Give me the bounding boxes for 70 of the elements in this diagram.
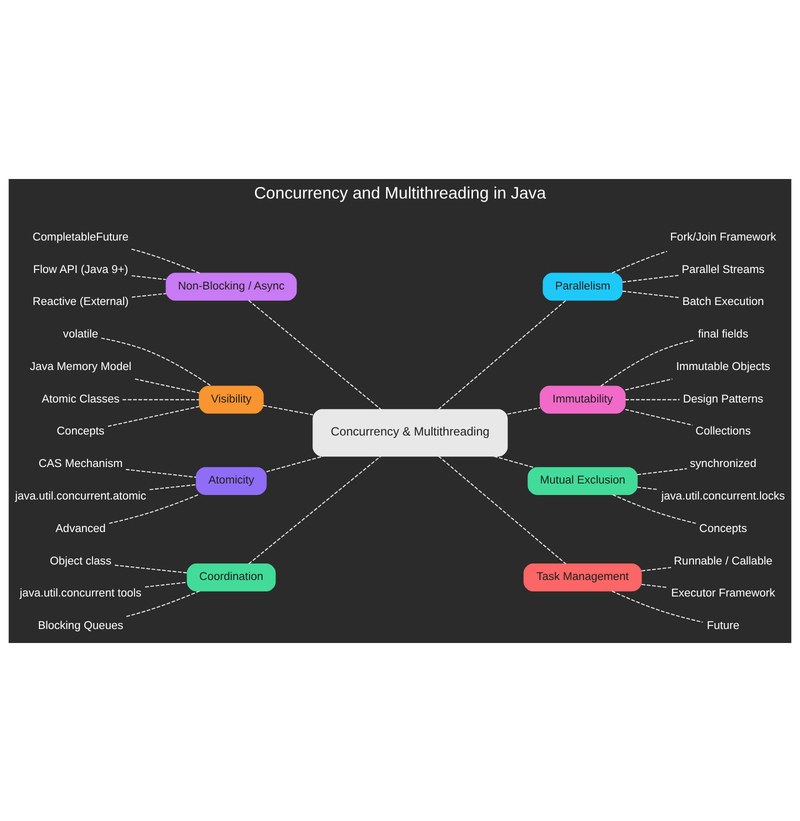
connector	[109, 494, 199, 524]
connector	[438, 300, 566, 410]
node-box: Non-Blocking / Async	[166, 272, 297, 300]
node-text: Batch Execution	[682, 296, 764, 308]
node-text: Object class	[50, 554, 112, 567]
node-text: CAS Mechanism	[38, 458, 123, 470]
connector	[625, 408, 693, 426]
node-box: Task Management	[524, 563, 642, 591]
connector	[600, 338, 695, 386]
node-text: volatile	[63, 328, 98, 340]
node-text: synchronized	[690, 458, 756, 470]
connector	[132, 292, 166, 298]
node-text: Java Memory Model	[30, 360, 132, 372]
node-text: Runnable / Callable	[674, 554, 772, 567]
connector	[625, 378, 672, 390]
node-text: Advanced	[56, 522, 106, 534]
connector	[612, 494, 696, 524]
connector	[131, 248, 200, 274]
connector	[134, 378, 200, 393]
node-text: Concepts	[699, 522, 747, 534]
node-text: CompletableFuture	[32, 230, 129, 243]
node-text: Fork/Join Framework	[670, 230, 776, 243]
connector	[248, 300, 382, 410]
connector	[612, 590, 703, 622]
node-text: Concepts	[56, 425, 104, 438]
connector	[637, 486, 658, 490]
node-text: Future	[706, 620, 740, 632]
node-text: Executor Framework	[671, 587, 776, 600]
connector	[150, 484, 196, 490]
node-box: Atomicity	[196, 466, 267, 494]
node-box: Coordination	[186, 563, 276, 591]
node-text: Parallel Streams	[682, 263, 765, 276]
node-text: Design Patterns	[683, 392, 764, 405]
node-text: Blocking Queues	[38, 620, 124, 632]
diagram-title: Concurrency and Multithreading in Java	[254, 182, 546, 202]
connector	[145, 581, 188, 587]
node-box: Immutability	[540, 385, 626, 414]
node-box: Concurrency & Multithreading	[312, 408, 508, 456]
node-box: Visibility	[198, 385, 264, 414]
connector	[637, 468, 687, 475]
connector	[641, 566, 672, 571]
connector	[126, 590, 200, 616]
node-text: java.util.concurrent.locks	[661, 490, 785, 502]
node-text: Flow API (Java 9+)	[33, 263, 128, 276]
node-box: Parallelism	[542, 272, 623, 300]
connector	[622, 274, 679, 282]
connector	[494, 455, 534, 468]
connector	[132, 274, 166, 280]
connector	[108, 406, 200, 426]
node-text: java.util.concurrent.atomic	[15, 490, 146, 502]
connector	[248, 455, 382, 564]
connector	[641, 583, 668, 588]
connector	[122, 398, 200, 400]
node-text: final fields	[698, 328, 748, 340]
connector	[612, 250, 668, 273]
node-text: Reactive (External)	[32, 296, 129, 308]
connector	[114, 564, 188, 573]
connector	[263, 404, 314, 415]
node-text: Collections	[696, 425, 751, 438]
connector	[507, 406, 540, 414]
node-text: Immutable Objects	[676, 360, 770, 372]
connector	[625, 398, 680, 400]
connector	[266, 455, 324, 472]
node-text: java.util.concurrent tools	[20, 587, 142, 600]
connector	[622, 290, 680, 298]
connector	[438, 455, 566, 564]
node-text: Atomic Classes	[42, 392, 120, 405]
node-box: Mutual Exclusion	[528, 466, 638, 494]
connector	[101, 337, 212, 386]
connector	[126, 468, 196, 478]
